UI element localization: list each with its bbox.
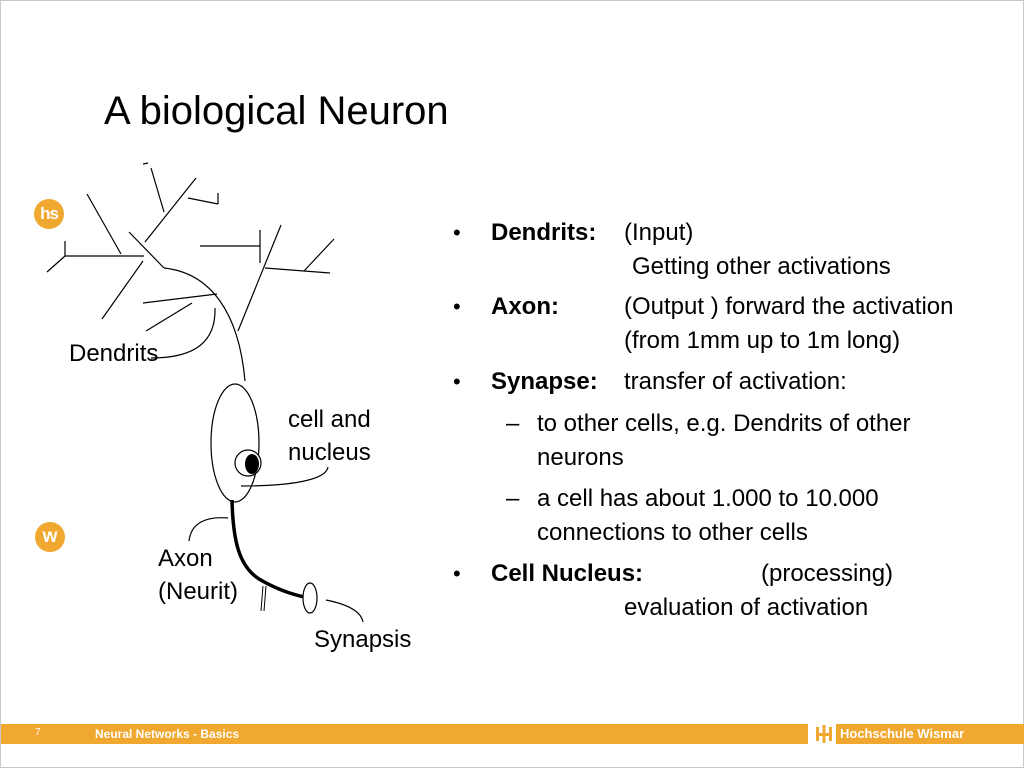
dendrite-branch xyxy=(303,238,335,272)
sub-bullet-line2: neurons xyxy=(537,444,624,471)
dendrite-branch xyxy=(144,177,197,243)
nucleus-icon xyxy=(245,454,259,474)
axon-label-line2: (Neurit) xyxy=(158,578,239,605)
dendrite-branch xyxy=(101,260,144,320)
dendrite-branch xyxy=(86,193,122,255)
dendrite-branch xyxy=(145,302,193,332)
dendrite-branch xyxy=(187,197,219,205)
nucleus-line2: evaluation of activation xyxy=(624,594,869,621)
axon-line xyxy=(230,499,310,600)
axon-line2: (from 1mm up to 1m long) xyxy=(624,327,901,354)
bullet-marker: • xyxy=(453,294,461,319)
dendrite-trunk xyxy=(163,267,246,382)
footer-title: Neural Networks - Basics xyxy=(95,727,240,741)
nucleus-term: Cell Nucleus: xyxy=(491,560,644,587)
bullet-marker: • xyxy=(453,369,461,394)
brand-name: Hochschule Wismar xyxy=(836,724,986,744)
cell-nucleus-label: cell and nucleus xyxy=(288,403,371,469)
sub-bullet-marker: – xyxy=(506,485,520,512)
cell-leader-line xyxy=(240,466,329,487)
axon-tick xyxy=(260,585,264,612)
cell-label-line1: cell and xyxy=(288,406,371,433)
axon-label: Axon (Neurit) xyxy=(158,542,238,608)
footer-bar: 7 Neural Networks - Basics Hochschule Wi… xyxy=(1,724,1024,744)
w-logo-icon: w xyxy=(35,522,65,552)
bullet-marker: • xyxy=(453,561,461,586)
slide-number: 7 xyxy=(35,727,41,738)
axon-tick xyxy=(263,585,267,612)
sub-bullet-marker: – xyxy=(506,410,520,437)
sub-bullet-line1: a cell has about 1.000 to 10.000 xyxy=(537,485,879,512)
nucleus-line1: (processing) xyxy=(761,560,894,587)
synapse-line1: transfer of activation: xyxy=(624,368,847,395)
dendrite-branch xyxy=(128,231,165,269)
sub-bullet-line1: to other cells, e.g. Dendrits of other xyxy=(537,410,911,437)
dendrite-branch xyxy=(46,255,66,273)
axon-label-line1: Axon xyxy=(158,545,213,572)
dendrite-branch xyxy=(150,167,165,213)
dendrits-label: Dendrits xyxy=(69,340,159,367)
slide-title: A biological Neuron xyxy=(104,89,449,133)
synapsis-leader-line xyxy=(325,599,364,623)
dendrite-branch xyxy=(264,267,331,274)
sub-bullet-line2: connections to other cells xyxy=(537,519,808,546)
synapsis-label: Synapsis xyxy=(314,626,412,653)
dendrite-branch xyxy=(142,162,149,165)
dendrits-leader-line xyxy=(150,307,216,359)
dendrits-term: Dendrits: xyxy=(491,219,597,246)
bullet-marker: • xyxy=(453,220,461,245)
dendrite-branch xyxy=(237,224,282,332)
axon-term: Axon: xyxy=(491,293,559,320)
dendrits-line2: Getting other activations xyxy=(632,253,891,280)
hochschule-mark-icon xyxy=(816,725,832,743)
synapse-terminal xyxy=(302,582,318,614)
cell-body xyxy=(210,383,260,503)
dendrite-branch xyxy=(142,293,218,304)
axon-leader-line xyxy=(188,517,229,542)
cell-label-line2: nucleus xyxy=(288,439,371,466)
axon-line1: (Output ) forward the activation xyxy=(624,293,954,320)
synapse-term: Synapse: xyxy=(491,368,598,395)
dendrits-line1: (Input) xyxy=(624,219,694,246)
dendrite-branches xyxy=(46,162,335,332)
brand-logo: Hochschule Wismar xyxy=(808,724,986,744)
hs-logo-icon: hs xyxy=(34,199,64,229)
